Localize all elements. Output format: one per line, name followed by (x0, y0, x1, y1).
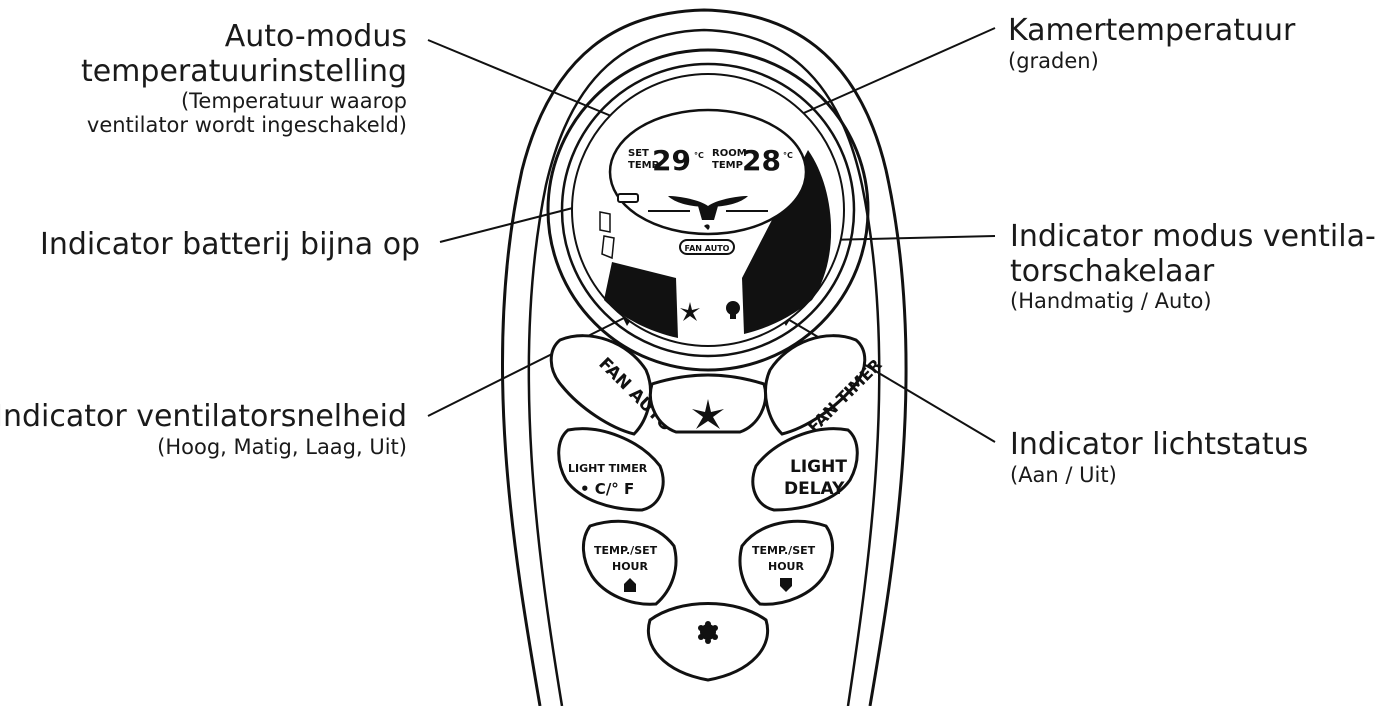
light-delay-button[interactable]: LIGHT DELAY (753, 429, 857, 510)
lcd-mode-badge-text: FAN AUTO (685, 244, 730, 253)
lcd-room-unit: °C (783, 151, 793, 160)
battery-icon (618, 194, 638, 202)
light-delay-label-line1: LIGHT (790, 457, 847, 477)
hour-up-label: HOUR (612, 560, 648, 573)
light-timer-label: LIGHT TIMER (568, 462, 648, 475)
lcd-room-value: 28 (742, 144, 781, 177)
lcd-set-label: SET (628, 148, 649, 159)
light-delay-label-line2: DELAY (784, 479, 845, 499)
light-timer-button[interactable]: LIGHT TIMER • C/° F (559, 429, 663, 510)
hour-down-label: HOUR (768, 560, 804, 573)
lcd-set-unit: °C (694, 151, 704, 160)
celsius-fahrenheit-label: • C/° F (580, 480, 634, 498)
lcd-room-temp-label: TEMP (712, 160, 743, 171)
lcd-set-value: 29 (652, 144, 691, 177)
fan-button[interactable] (650, 375, 765, 432)
temp-set-hour-up-button[interactable]: TEMP./SET HOUR (583, 521, 676, 604)
temp-set-hour-down-button[interactable]: TEMP./SET HOUR (740, 521, 833, 604)
light-button[interactable] (648, 604, 767, 681)
temp-set-up-label: TEMP./SET (594, 544, 658, 557)
temp-set-down-label: TEMP./SET (752, 544, 816, 557)
